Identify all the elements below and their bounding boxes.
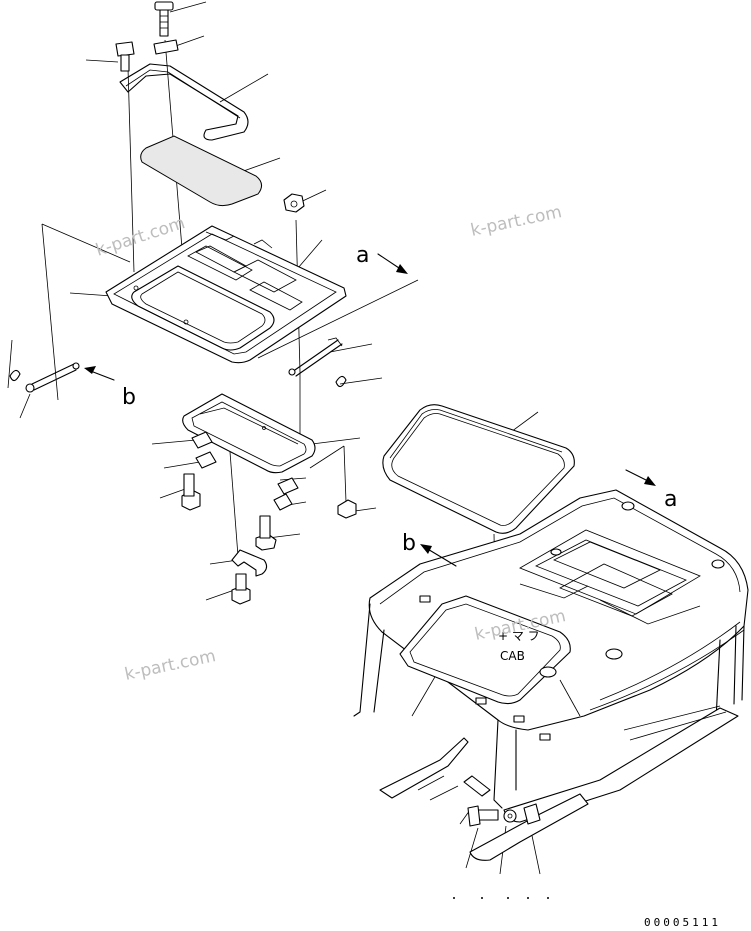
pad-sheet <box>140 135 262 207</box>
bolt-top <box>154 1 174 37</box>
cab-mark-line1: + マ フ <box>498 629 540 643</box>
view-arrow-b: b <box>84 366 136 410</box>
bolt-left <box>115 41 135 72</box>
label-b: b <box>122 385 136 410</box>
stay-rod <box>9 362 80 393</box>
seal-ring <box>382 404 575 534</box>
lower-bolts <box>181 473 357 605</box>
label-b-cab: b <box>402 531 416 556</box>
cab-body <box>353 489 749 861</box>
watermark-2: k-part.com <box>469 202 564 241</box>
handle-clip <box>231 549 268 577</box>
label-a-cab: a <box>664 487 677 512</box>
clip-top <box>153 39 179 55</box>
lower-frame <box>182 393 316 474</box>
pin-right <box>288 337 347 388</box>
lower-brackets <box>191 431 299 511</box>
cab-arrow-b: b <box>402 531 457 567</box>
nut <box>283 193 305 213</box>
bottom-fasteners <box>467 803 541 827</box>
cab-arrow-a: a <box>625 469 677 512</box>
cab-mark-line2: CAB <box>500 649 525 663</box>
frame-bracket <box>119 63 249 141</box>
drawing-code: 00005111 <box>644 916 721 929</box>
roof-hatch-panel <box>105 225 347 364</box>
label-a: a <box>356 243 369 268</box>
watermark-4: k-part.com <box>123 646 218 685</box>
view-arrow-a: a <box>356 243 408 274</box>
seal-strip <box>379 737 491 799</box>
bottom-dots <box>453 897 549 899</box>
